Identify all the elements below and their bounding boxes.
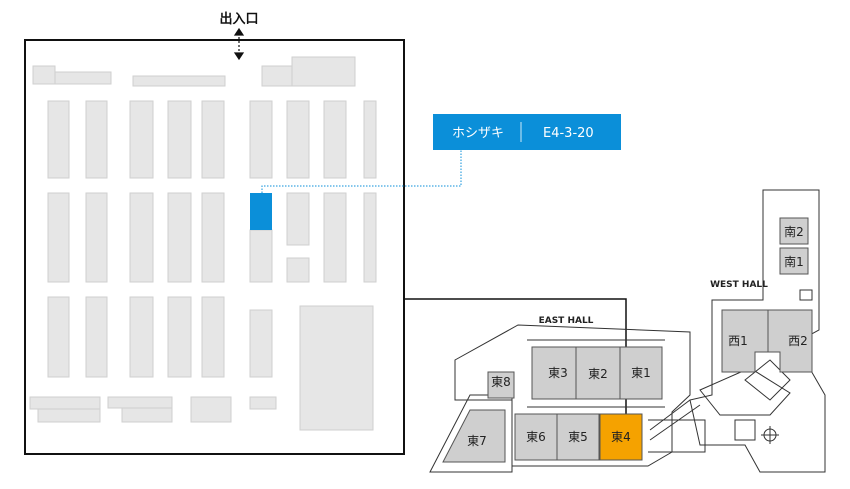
booth-block xyxy=(29,396,101,410)
hall-floor-plan: 出入口 xyxy=(24,11,405,455)
hall-block[interactable] xyxy=(531,346,577,400)
booth-block xyxy=(363,192,377,283)
hall-block[interactable] xyxy=(442,409,506,463)
booth-block xyxy=(107,396,173,409)
hall-label-east-2: 東2 xyxy=(588,367,608,381)
callout-booth-code: E4-3-20 xyxy=(543,126,594,141)
booth-block xyxy=(167,296,192,378)
booth-block xyxy=(85,296,108,378)
booth-block xyxy=(249,309,273,378)
booth-block xyxy=(286,100,310,179)
booth-block xyxy=(47,296,70,378)
hall-label-east-6: 東6 xyxy=(526,430,546,444)
booth-callout[interactable]: ホシザキ E4-3-20 xyxy=(433,114,621,150)
booth-block xyxy=(85,192,108,283)
entrance-arrow-icon xyxy=(233,27,245,61)
booth-blocks xyxy=(29,56,377,431)
booth-block xyxy=(190,396,232,423)
hall-block[interactable] xyxy=(779,247,809,275)
venue-outlines xyxy=(429,189,826,473)
booth-block xyxy=(132,75,226,87)
booth-block xyxy=(291,56,356,87)
hall-label-west-1: 西1 xyxy=(728,334,748,348)
hall-block[interactable] xyxy=(487,371,515,399)
booth-block xyxy=(32,65,56,85)
booth-block xyxy=(129,100,154,179)
hall-label-east-7: 東7 xyxy=(467,434,487,448)
hall-label-east-5: 東5 xyxy=(568,430,588,444)
booth-block xyxy=(167,100,192,179)
hall-label-east-3: 東3 xyxy=(548,366,568,380)
booth-block xyxy=(201,100,225,179)
west-hall-title: WEST HALL xyxy=(710,280,768,290)
booth-block xyxy=(167,192,192,283)
callout-company: ホシザキ xyxy=(452,126,504,141)
booth-block xyxy=(201,296,225,378)
booth-block xyxy=(299,305,374,431)
booth-block xyxy=(323,100,347,179)
booth-block xyxy=(47,192,70,283)
booth-block xyxy=(249,229,273,283)
booth-block xyxy=(47,100,70,179)
overview-map: EAST HALL WEST HALL 東1 東2 東3 東4 東5 東6 東7… xyxy=(429,189,826,473)
hall-label-west-2: 西2 xyxy=(788,334,808,348)
hall-label-south-2: 南2 xyxy=(784,224,804,239)
hall-block[interactable] xyxy=(767,309,813,373)
hall-label-east-8: 東8 xyxy=(491,375,511,389)
booth-block xyxy=(363,100,377,179)
booth-block xyxy=(249,100,273,179)
booth-block xyxy=(129,296,154,378)
booth-block xyxy=(85,100,108,179)
booth-block xyxy=(201,192,225,283)
booth-block xyxy=(37,408,101,423)
hall-block[interactable] xyxy=(556,413,600,461)
booth-block xyxy=(286,257,310,283)
hall-block[interactable] xyxy=(619,346,663,400)
booth-block xyxy=(54,71,112,85)
hall-block[interactable] xyxy=(779,217,809,245)
hall-block-highlighted[interactable] xyxy=(599,413,643,461)
entrance-label: 出入口 xyxy=(219,11,258,27)
booth-block xyxy=(286,192,310,246)
booth-block xyxy=(249,396,277,410)
highlighted-booth[interactable] xyxy=(250,193,272,230)
booth-leader-line xyxy=(261,150,462,193)
booth-block xyxy=(261,65,293,87)
hall-block[interactable] xyxy=(575,346,621,400)
hall-label-east-4: 東4 xyxy=(611,430,631,444)
booth-block xyxy=(323,192,347,283)
booth-block xyxy=(129,192,154,283)
hall-label-south-1: 南1 xyxy=(784,254,804,269)
east-hall-title: EAST HALL xyxy=(539,316,594,326)
booth-block xyxy=(121,407,173,423)
hall-label-east-1: 東1 xyxy=(631,366,651,380)
